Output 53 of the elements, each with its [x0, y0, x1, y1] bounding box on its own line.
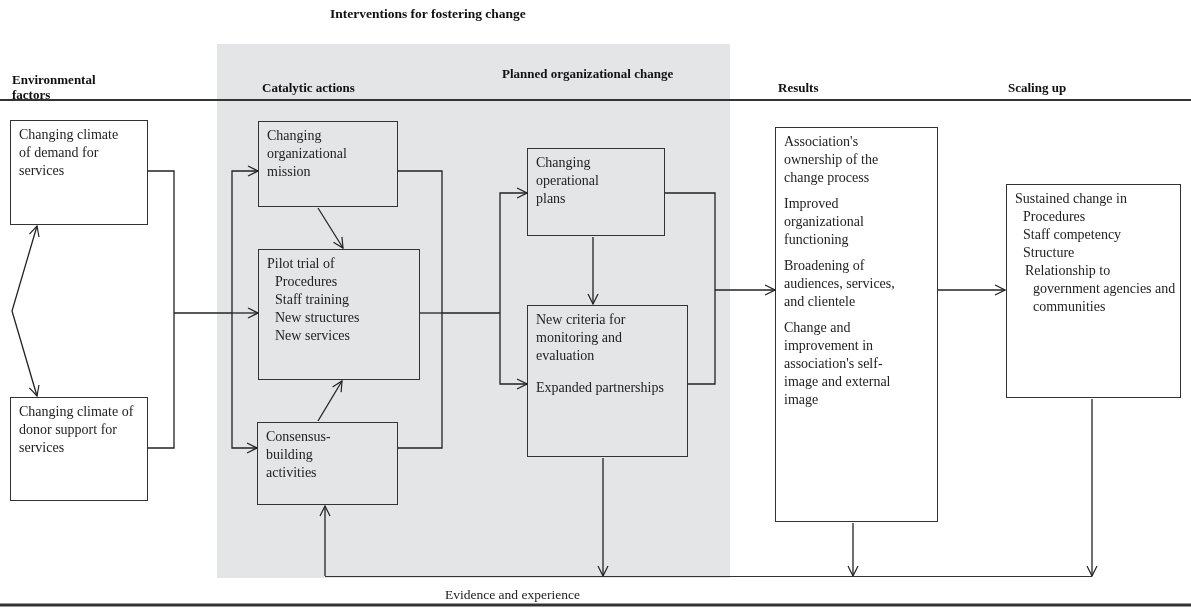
box-text: New services — [274, 327, 352, 345]
box-text: Procedures — [1022, 208, 1087, 226]
box-text: Broadening of audiences, services, and clientele — [784, 257, 896, 311]
process-box — [527, 148, 665, 236]
box-text: Change and improvement in association's self-image and external image — [784, 319, 892, 409]
column-header: Environmental factors — [12, 72, 97, 102]
column-header: Results — [778, 80, 820, 95]
connector-arrow — [587, 236, 599, 305]
connector-arrow — [231, 165, 259, 314]
connector-arrow — [937, 284, 1006, 296]
box-text: Improved organizational functioning — [784, 195, 865, 249]
column-header: Scaling up — [1008, 80, 1068, 95]
connector-arrow — [499, 312, 528, 390]
box-text: Staff competency — [1022, 226, 1123, 244]
connector-arrow — [11, 225, 40, 397]
process-box — [258, 121, 398, 207]
box-text: Changing climate of demand for services — [19, 126, 119, 180]
box-text: Relationship to government agencies and communities — [1024, 262, 1176, 316]
line-label: Evidence and experience — [445, 587, 580, 602]
process-box — [10, 120, 148, 225]
column-header: Catalytic actions — [262, 80, 356, 95]
process-box — [775, 127, 938, 522]
box-text: Procedures — [274, 273, 339, 291]
process-box — [10, 397, 148, 501]
box-text: Changing organizational mission — [267, 127, 348, 181]
box-text: Association's ownership of the change process — [784, 133, 880, 187]
column-header: Planned organizational change — [502, 66, 675, 81]
process-box — [527, 305, 688, 457]
diagram-title: Interventions for fostering change — [330, 6, 526, 21]
connector-arrow — [499, 187, 528, 314]
connector-arrow — [847, 522, 859, 577]
connector-arrow — [1086, 398, 1098, 577]
box-text: Changing climate of donor support for services — [19, 403, 135, 457]
box-text: Consensus-building activities — [266, 428, 332, 482]
connector-arrow — [317, 207, 344, 249]
connector-arrow — [231, 307, 259, 319]
box-text: New criteria for monitoring and evaluation — [536, 311, 627, 365]
connector-arrow — [319, 505, 331, 577]
box-text: Staff training — [274, 291, 350, 309]
process-box — [257, 422, 398, 505]
connector-arrow — [714, 284, 776, 296]
process-box — [1006, 184, 1181, 398]
connector-arrow — [231, 312, 258, 454]
process-box — [258, 249, 420, 380]
box-text: Pilot trial of — [267, 255, 336, 273]
highlight-band — [217, 44, 730, 578]
box-text: Expanded partnerships — [536, 379, 665, 397]
box-text: Structure — [1022, 244, 1076, 262]
box-text: Changing operational plans — [536, 154, 600, 208]
connector-arrow — [597, 457, 609, 577]
connector-arrow — [317, 380, 343, 422]
box-text: Sustained change in — [1015, 190, 1128, 208]
box-text: New structures — [274, 309, 361, 327]
